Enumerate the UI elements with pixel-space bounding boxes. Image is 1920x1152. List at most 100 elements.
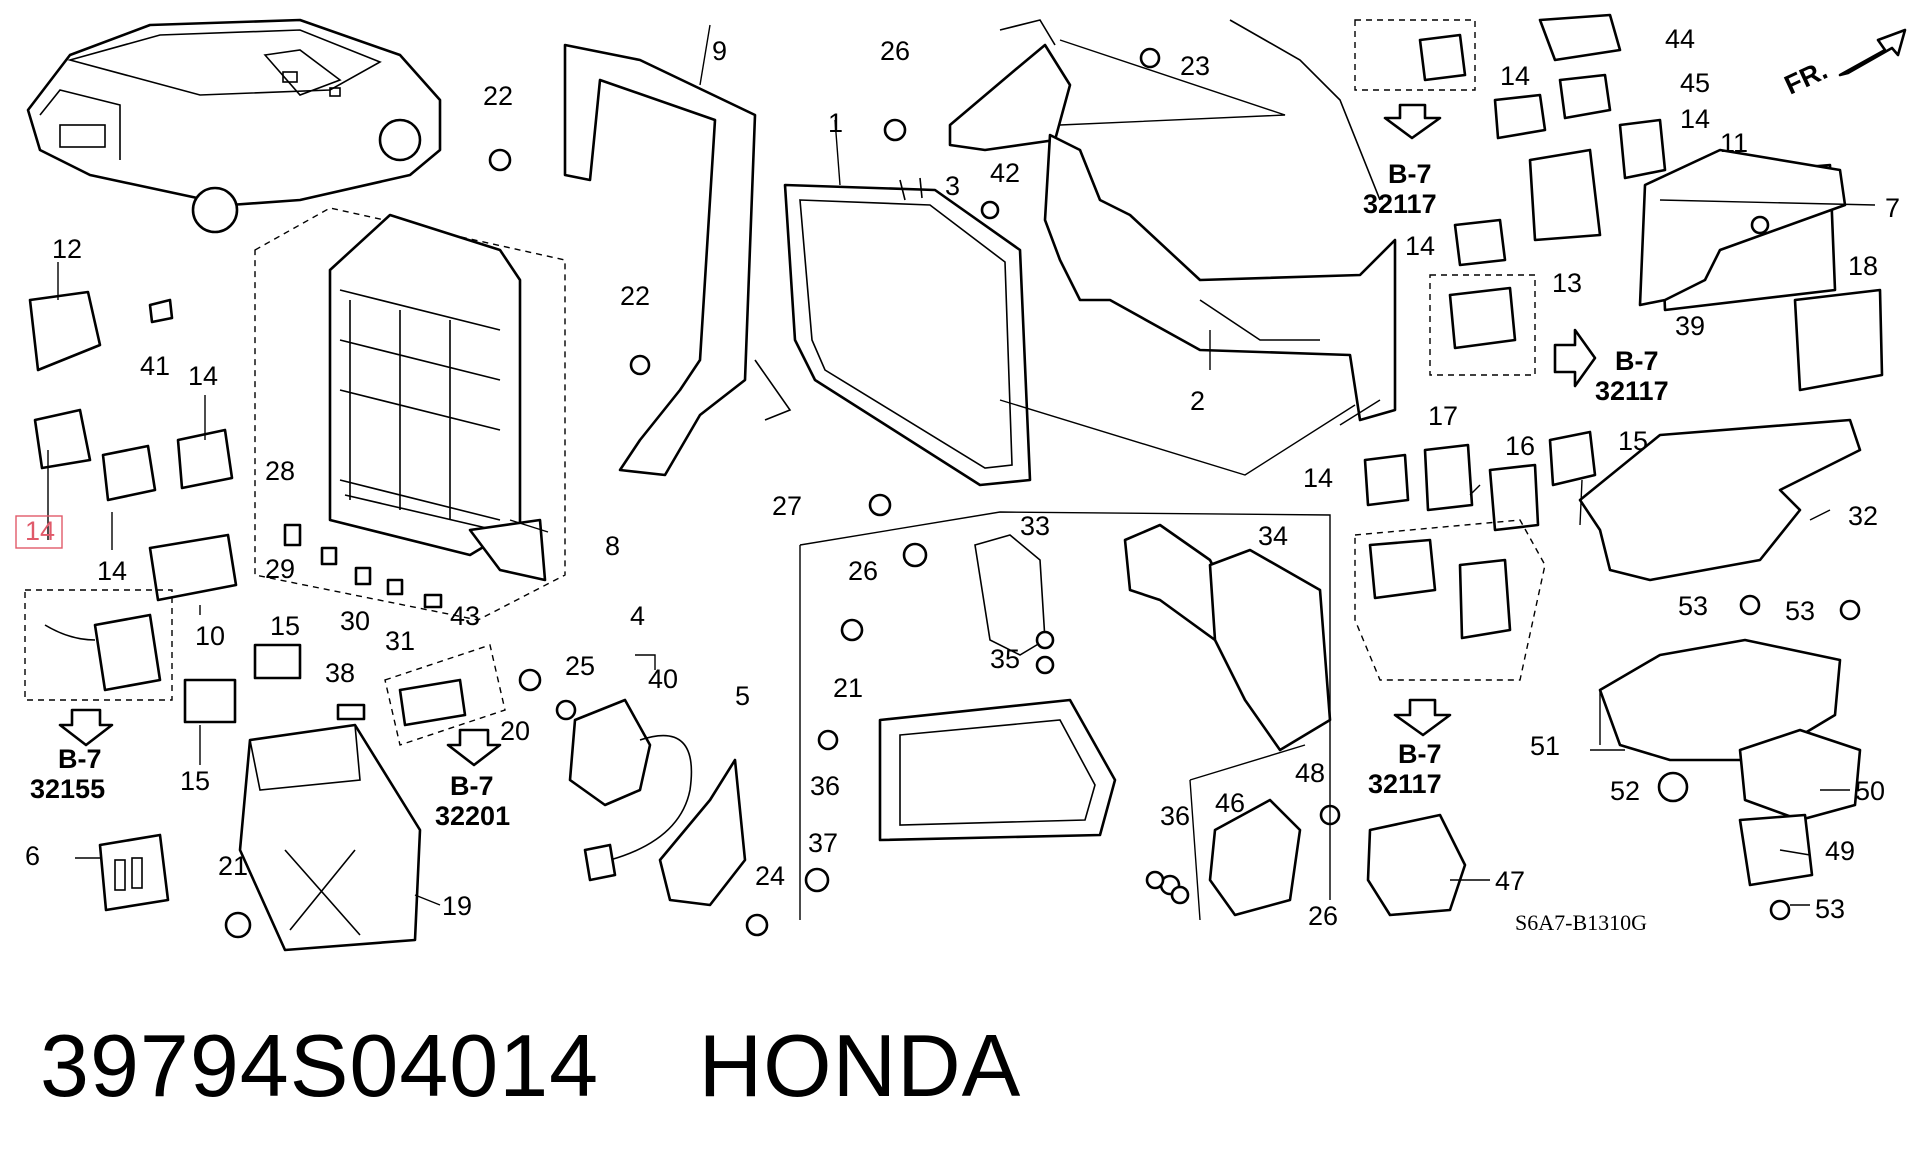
callout-17: 17 [1428, 401, 1458, 431]
callout-50: 50 [1855, 776, 1885, 806]
callout-5: 5 [735, 681, 750, 711]
callout-21-b: 21 [218, 851, 248, 881]
sensor-bracket-4-5 [568, 698, 747, 907]
ref-32117-b-section: B-7 [1615, 346, 1659, 376]
direction-label: FR. [1780, 55, 1832, 101]
actuator-46-47 [1208, 798, 1467, 917]
callout-25: 25 [565, 651, 595, 681]
bracket-3 [948, 19, 1072, 152]
callout-14-b: 14 [1500, 61, 1530, 91]
callout-13: 13 [1552, 268, 1582, 298]
ref-32155-part: 32155 [30, 774, 105, 804]
vehicle-overview [26, 18, 442, 234]
callout-9: 9 [712, 36, 727, 66]
callout-53-b: 53 [1785, 596, 1815, 626]
callout-19: 19 [442, 891, 472, 921]
callout-8: 8 [605, 531, 620, 561]
callout-15-c: 15 [1618, 426, 1648, 456]
connector-left [24, 589, 173, 747]
callout-14-e: 14 [1303, 463, 1333, 493]
ref-32117-a-section: B-7 [1388, 159, 1432, 189]
callout-36-b: 36 [1160, 801, 1190, 831]
bolts [224, 47, 1861, 939]
callout-16: 16 [1505, 431, 1535, 461]
callout-43: 43 [450, 601, 480, 631]
connector-middle [384, 644, 506, 767]
drawing-code: S6A7-B1310G [1515, 910, 1647, 935]
fuse-box [254, 207, 566, 621]
brand-name: HONDA [698, 1016, 1022, 1115]
callout-37: 37 [808, 828, 838, 858]
callout-14-highlighted: 14 [25, 516, 55, 546]
callout-36-a: 36 [810, 771, 840, 801]
grouping-lines [799, 39, 1381, 921]
callout-24: 24 [755, 861, 785, 891]
callout-18: 18 [1848, 251, 1878, 281]
callout-22-a: 22 [483, 81, 513, 111]
callout-32: 32 [1848, 501, 1878, 531]
callout-14-f: 14 [188, 361, 218, 391]
callout-48: 48 [1295, 758, 1325, 788]
bracket-9 [563, 43, 792, 477]
ref-32117-c-part: 32117 [1368, 769, 1442, 799]
callout-45: 45 [1680, 68, 1710, 98]
bracket-51 [1598, 638, 1862, 887]
callout-51: 51 [1530, 731, 1560, 761]
fuse-cover [238, 723, 422, 952]
footer: 39794S04014 HONDA [40, 1015, 1021, 1115]
callout-52: 52 [1610, 776, 1640, 806]
ref-32117-b-part: 32117 [1595, 376, 1669, 406]
callout-31: 31 [385, 626, 415, 656]
connector-groups-right [1354, 19, 1597, 737]
callout-3: 3 [945, 171, 960, 201]
callout-10: 10 [195, 621, 225, 651]
callout-15-a: 15 [270, 611, 300, 641]
highlight-box [15, 515, 63, 549]
callout-35: 35 [990, 644, 1020, 674]
callout-11: 11 [1720, 128, 1748, 158]
callout-12: 12 [52, 234, 82, 264]
bracket-33-34 [878, 523, 1332, 842]
callout-1: 1 [828, 108, 843, 138]
callout-21-a: 21 [833, 673, 863, 703]
callout-14-d: 14 [1405, 231, 1435, 261]
callout-26-a: 26 [880, 36, 910, 66]
bracket-2 [1043, 19, 1397, 422]
callout-14-a: 14 [97, 556, 127, 586]
callout-27: 27 [772, 491, 802, 521]
callout-23: 23 [1180, 51, 1210, 81]
callout-47: 47 [1495, 866, 1525, 896]
callout-26-b: 26 [848, 556, 878, 586]
front-direction-arrow: FR. [1780, 28, 1907, 101]
callout-22-b: 22 [620, 281, 650, 311]
callout-46: 46 [1215, 788, 1245, 818]
callout-30: 30 [340, 606, 370, 636]
callout-42: 42 [990, 158, 1020, 188]
callout-7: 7 [1885, 193, 1900, 223]
callout-40: 40 [648, 664, 678, 694]
bracket-32 [1578, 418, 1862, 582]
callout-29: 29 [265, 554, 295, 584]
callout-44: 44 [1665, 24, 1695, 54]
callout-34: 34 [1258, 521, 1288, 551]
callout-41: 41 [140, 351, 170, 381]
ref-32117-a-part: 32117 [1363, 189, 1437, 219]
callout-49: 49 [1825, 836, 1855, 866]
part-number: 39794S04014 [40, 1016, 600, 1115]
callout-4: 4 [630, 601, 645, 631]
callout-2: 2 [1190, 386, 1205, 416]
callout-labels: 1 2 3 4 5 6 7 8 9 10 11 12 13 14 14 14 1… [15, 24, 1900, 931]
callout-38: 38 [325, 658, 355, 688]
ecu-unit [783, 177, 1032, 487]
callout-39: 39 [1675, 311, 1705, 341]
small-fuses [183, 523, 443, 724]
ref-32155-section: B-7 [58, 744, 102, 774]
bracket-7 [1638, 148, 1847, 307]
callout-33: 33 [1020, 511, 1050, 541]
leader-lines [47, 24, 1876, 906]
ref-32201-part: 32201 [435, 801, 510, 831]
callout-20: 20 [500, 716, 530, 746]
ref-32117-c-section: B-7 [1398, 739, 1442, 769]
callout-14-c: 14 [1680, 104, 1710, 134]
